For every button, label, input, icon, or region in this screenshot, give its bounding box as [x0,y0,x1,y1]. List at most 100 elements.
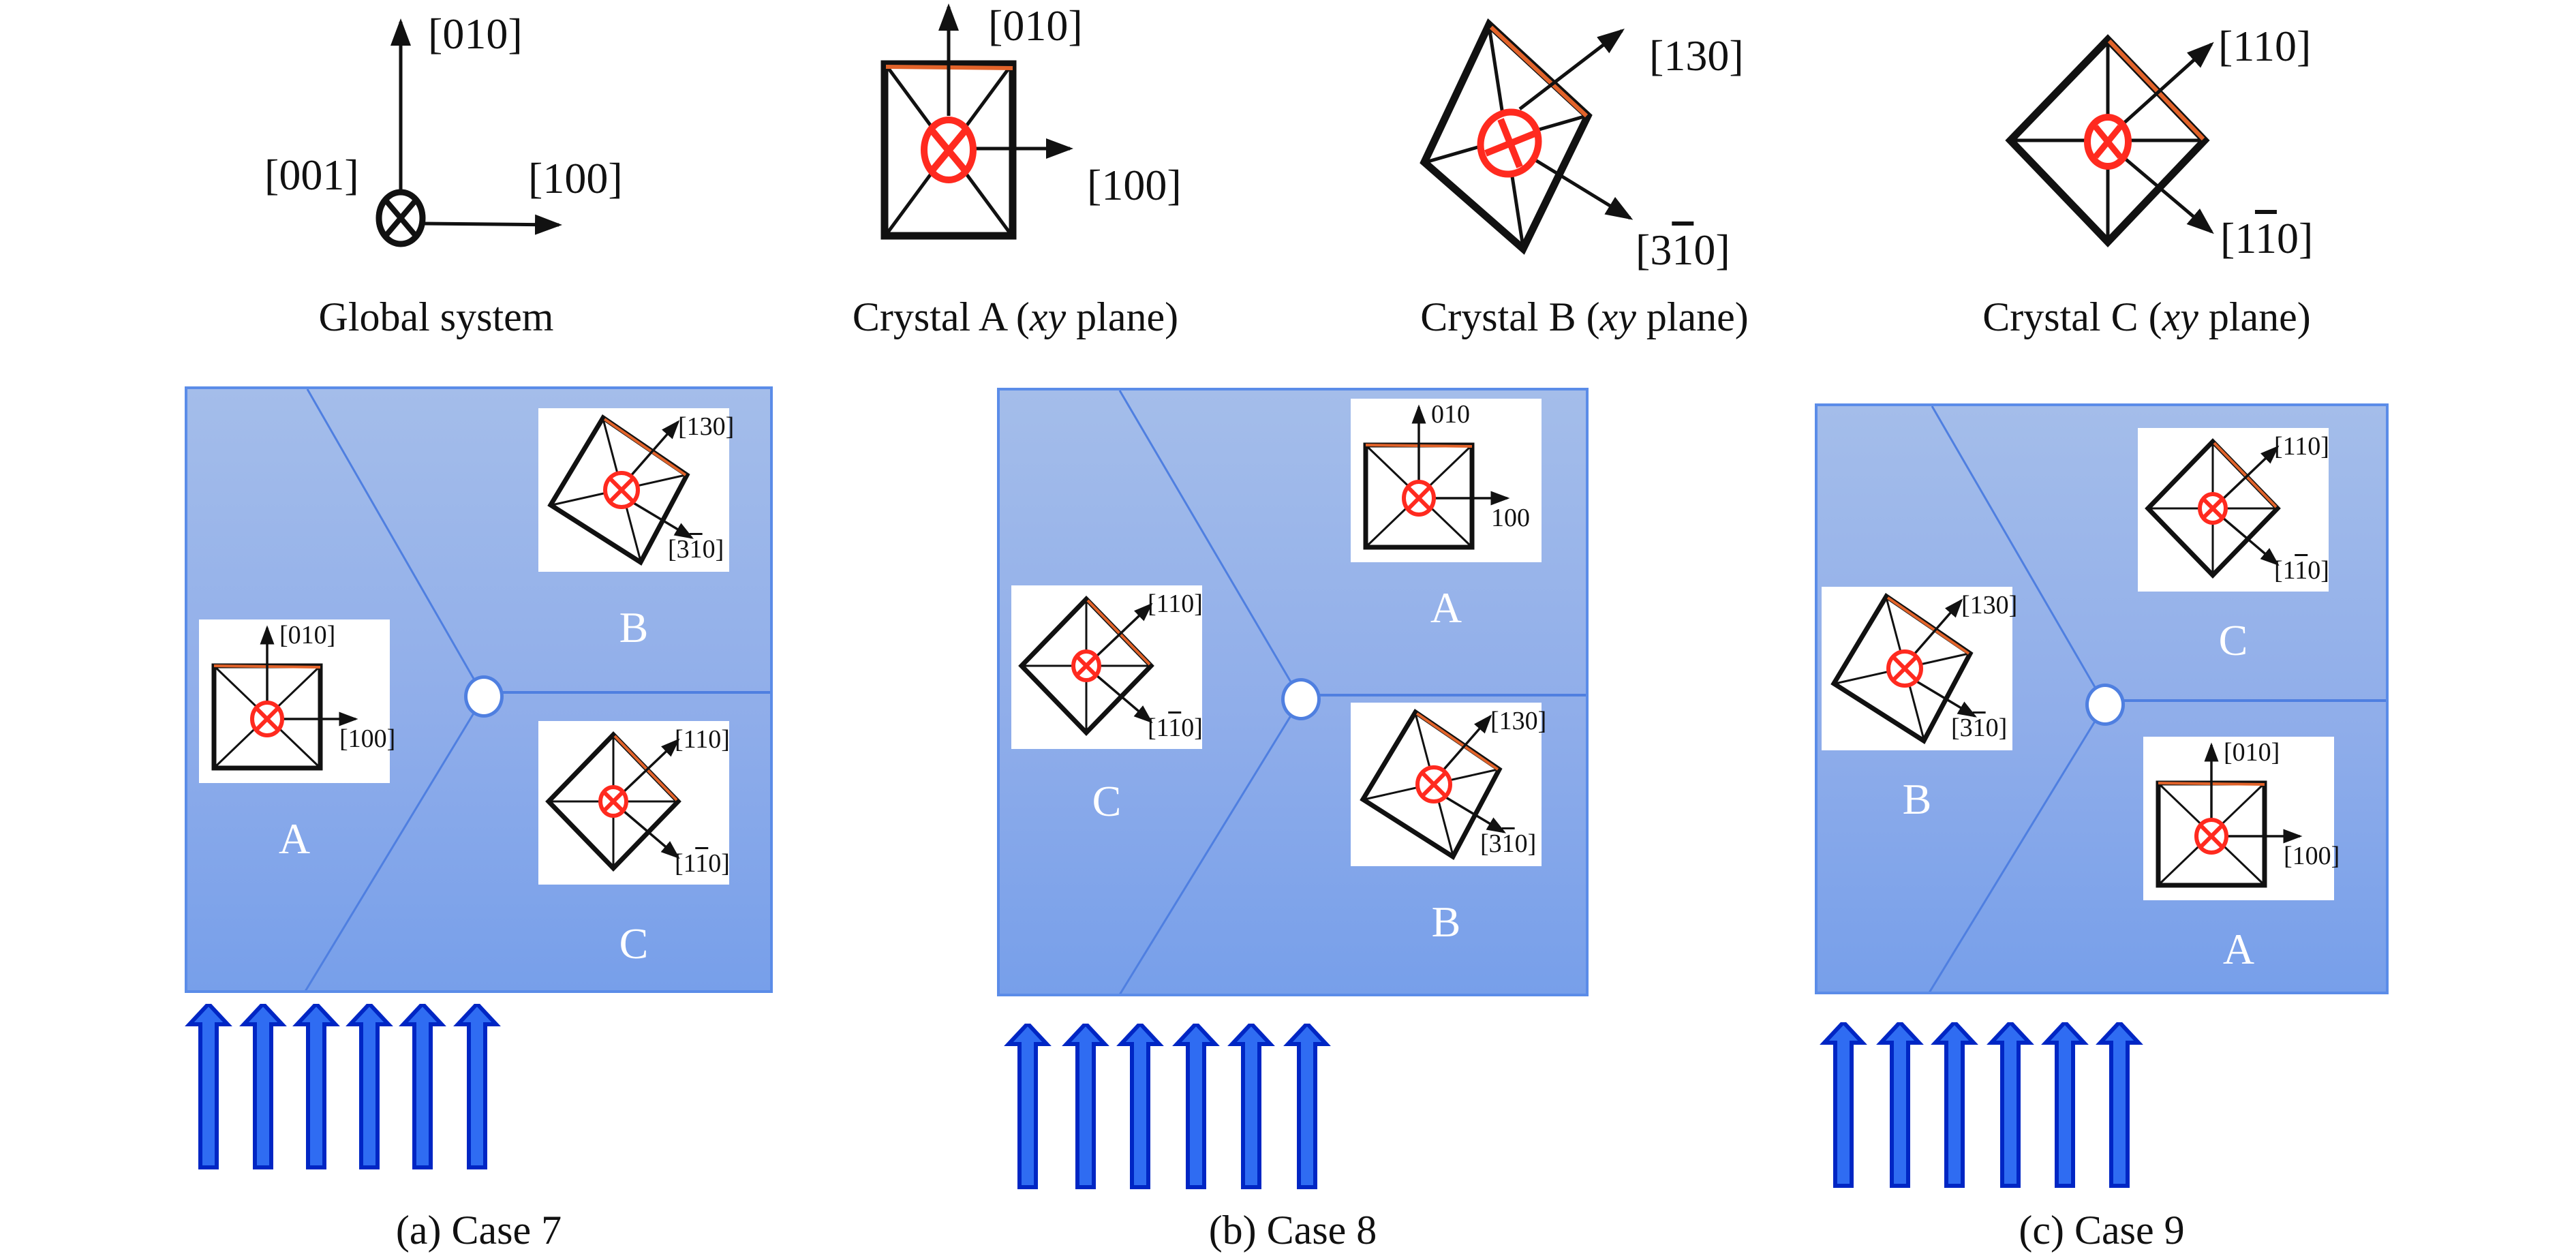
grain-label: B [1902,775,1932,823]
load-arrow-icon [292,1004,340,1169]
load-arrow-icon [2041,1022,2089,1188]
load-arrow-icon [1004,1024,1052,1189]
grain-label: C [1092,777,1122,825]
label-part: [3 [1480,829,1502,858]
label-bar-digit: 1 [695,849,709,878]
grain-label: C [619,919,649,968]
global-system-caption: Global system [318,294,554,339]
load-arrows [1820,1022,2143,1188]
direction-label-primary: [010] [2224,738,2280,767]
triple-junction-void [464,675,504,718]
crystal-inset-b: [130][310] [538,408,734,572]
triple-junction-void [2085,684,2125,726]
into-plane-marker-icon [1415,765,1452,803]
load-arrows [185,1004,501,1169]
load-arrow-icon [1172,1024,1220,1189]
tricrystal-panel: [010][100]A[130][310]B[110][110]C [185,386,773,993]
direction-label-primary: [130] [1961,591,2018,619]
label-part: 0] [1985,714,2008,742]
direction-label-primary: [110] [2274,432,2329,461]
label-bar-digit: 1 [1501,829,1515,858]
triple-junction-void [1281,678,1321,720]
crystal-c-icon [2005,34,2214,247]
label-bar-digit: 1 [1168,714,1182,742]
crystal-b-dir2-label: [310] [1636,226,1730,274]
direction-label-secondary: [310] [1480,831,1536,857]
load-arrow-icon [1931,1022,1978,1188]
label-part: 0] [708,849,730,878]
crystal-inset-c: [110] [110] [2138,428,2329,592]
direction-label-primary: [110] [675,725,730,754]
into-plane-marker-icon [2198,492,2228,525]
global-axis-z-label: [001] [264,151,359,199]
grain-boundary-upper [306,389,485,697]
grain-label: A [278,814,311,863]
crystal-c-caption: Crystal C (xy plane) [1982,294,2311,339]
into-plane-marker-icon [2194,818,2228,855]
direction-label-secondary: [310] [668,536,724,562]
crystal-inset-b: [130] [310] [1351,703,1546,866]
direction-label-secondary: [110] [1148,715,1203,741]
crystal-b-dir1-label: [130] [1649,31,1744,80]
crystal-inset-c: [110][110] [538,721,730,885]
load-arrow-icon [1876,1022,1924,1188]
load-arrow-icon [1283,1024,1331,1189]
load-arrow-icon [453,1004,501,1169]
direction-label-secondary: [110] [2274,557,2329,583]
direction-label-primary: [110] [1148,589,1203,618]
into-plane-marker-icon [1402,480,1436,517]
crystal-a-icon [880,3,1073,240]
label-part: 0] [1514,829,1537,858]
direction-label-primary: [130] [1490,707,1547,735]
direction-label-primary: [010] [279,621,336,649]
grain-label: A [1430,583,1462,632]
label-bar-digit: 1 [1972,714,1986,742]
grain-boundaries [305,389,770,990]
load-arrow-icon [239,1004,287,1169]
tricrystal-panel: [130][310]B[110][110]C[010][100]A [1815,403,2389,994]
direction-label-secondary: [110] [675,851,730,876]
crystal-inset-a: [010] [100] [2143,737,2340,900]
crystal-b-icon [1420,18,1634,255]
into-plane-marker-icon [1886,649,1923,688]
label-bar-digit: 1 [689,535,703,564]
global-axes-icon [375,18,562,247]
grain-boundary-lower [1119,699,1302,994]
case-caption: (a) Case 7 [395,1208,562,1253]
direction-label-secondary: [310] [1951,715,2007,741]
load-arrow-icon [185,1004,232,1169]
grain-boundary-upper [1118,390,1302,700]
label-bar-digit: 1 [2295,556,2308,585]
into-plane-marker-icon [603,471,640,509]
load-arrow-icon [1820,1022,1867,1188]
load-arrow-icon [1116,1024,1164,1189]
grain-boundaries [1118,390,1586,994]
crystal-c-dir1-label: [110] [2218,22,2312,70]
load-arrow-icon [1987,1022,2034,1188]
label-part: 0] [2307,556,2329,585]
load-arrow-icon [1227,1024,1275,1189]
crystal-inset-c: [110] [110] [1011,585,1203,749]
grain-boundary-lower [305,696,485,990]
crystal-c-dir2-label: [110] [2220,214,2314,262]
grain-boundary-upper [1931,406,2106,705]
grain-label: A [2222,925,2255,973]
into-plane-marker-icon [250,701,284,737]
label-part: 0] [702,535,724,564]
case-caption: (c) Case 9 [2019,1208,2185,1253]
grain-label: B [619,603,649,652]
load-arrow-icon [2096,1022,2143,1188]
label-part: [3 [1951,714,1973,742]
direction-label-secondary: [100] [339,724,396,753]
load-arrows [1004,1024,1331,1189]
global-axis-y-label: [010] [428,10,523,58]
label-part: [3 [668,535,690,564]
load-arrow-icon [1062,1024,1109,1189]
into-plane-marker-icon [598,785,628,818]
label-part: [1 [675,849,696,878]
label-part: 0] [1181,714,1203,742]
direction-label-secondary: [100] [2284,842,2340,870]
load-arrow-icon [346,1004,393,1169]
case-caption: (b) Case 8 [1208,1208,1377,1253]
